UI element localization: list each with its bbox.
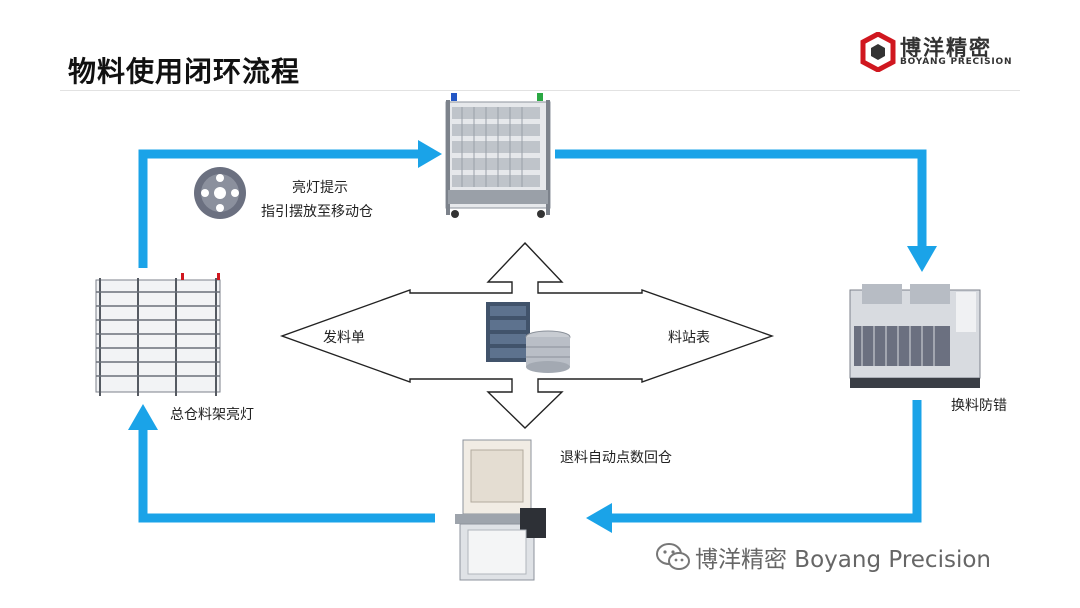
mobile-rack-label: 亮灯提示 bbox=[292, 180, 348, 196]
flow-arrow-warehouse-to-mobile bbox=[138, 149, 420, 268]
arrowhead-down-icon bbox=[907, 246, 937, 272]
hub-right-label: 料站表 bbox=[668, 330, 710, 346]
reel-icon bbox=[194, 167, 246, 219]
title-divider bbox=[60, 90, 1020, 91]
logo-name-en: BOYANG PRECISION bbox=[900, 57, 1013, 67]
watermark-text: 博洋精密 Boyang Precision bbox=[695, 547, 991, 573]
server-database-icon bbox=[486, 302, 571, 373]
logo-name-cn: 博洋精密 bbox=[900, 36, 992, 60]
hub-left-label: 发料单 bbox=[323, 330, 365, 346]
mobile-rack-sublabel: 指引摆放至移动仓 bbox=[261, 204, 373, 220]
warehouse-rack-image bbox=[95, 273, 221, 396]
smt-machine-label: 换料防错 bbox=[951, 398, 1007, 414]
smt-machine-image bbox=[849, 284, 981, 388]
page-title: 物料使用闭环流程 bbox=[68, 55, 301, 88]
warehouse-rack-label: 总仓料架亮灯 bbox=[170, 407, 254, 423]
flow-arrow-mobile-to-smt bbox=[555, 149, 927, 250]
mobile-rack-image bbox=[445, 93, 551, 218]
wechat-icon bbox=[656, 543, 690, 570]
arrowhead-up-icon bbox=[128, 404, 158, 430]
counter-label: 退料自动点数回仓 bbox=[560, 450, 672, 466]
logo-mark-icon bbox=[860, 32, 896, 72]
company-logo: 博洋精密 BOYANG PRECISION bbox=[860, 32, 1013, 72]
counter-machine-image bbox=[455, 439, 546, 581]
arrowhead-right-icon bbox=[418, 140, 442, 168]
flow-arrow-counter-to-warehouse bbox=[138, 428, 435, 523]
arrowhead-left-icon bbox=[586, 503, 612, 533]
flow-arrow-smt-to-counter bbox=[610, 400, 922, 523]
